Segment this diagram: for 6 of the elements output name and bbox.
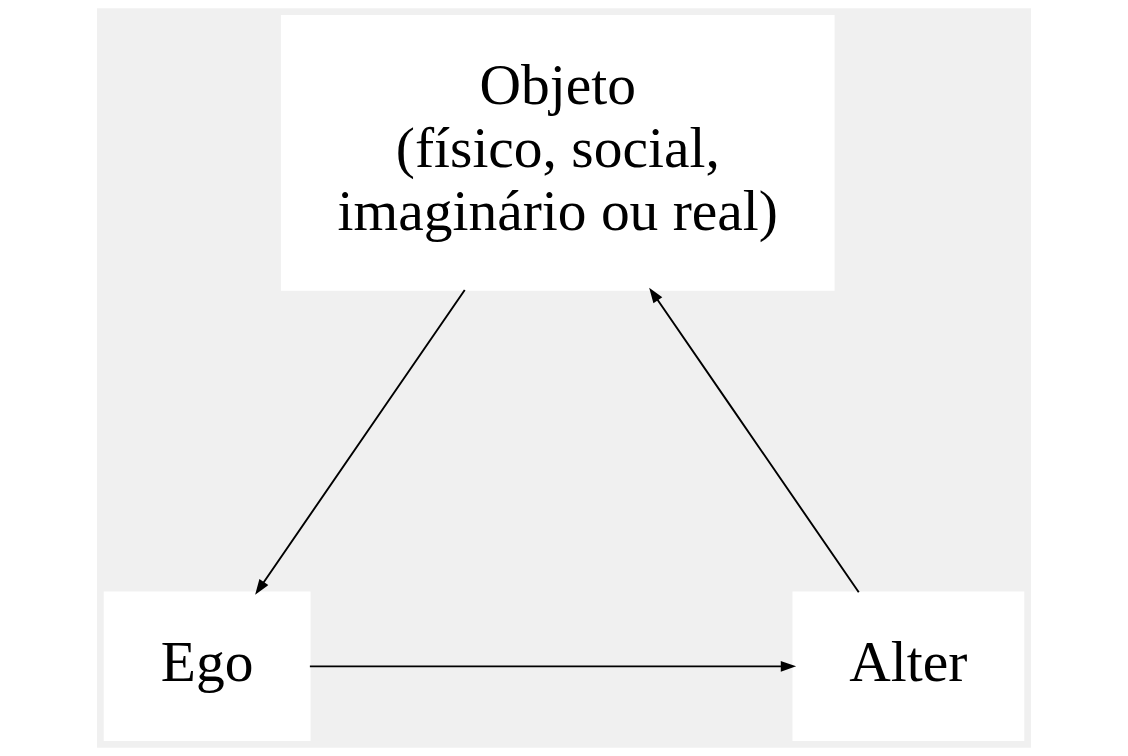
node-box: Objeto (físico, social, imaginário ou real) bbox=[280, 14, 835, 291]
arrow bbox=[308, 660, 797, 672]
node-box: Ego bbox=[103, 591, 311, 742]
arrow bbox=[649, 287, 860, 594]
arrow bbox=[255, 289, 466, 595]
node-box: Alter bbox=[792, 591, 1025, 742]
